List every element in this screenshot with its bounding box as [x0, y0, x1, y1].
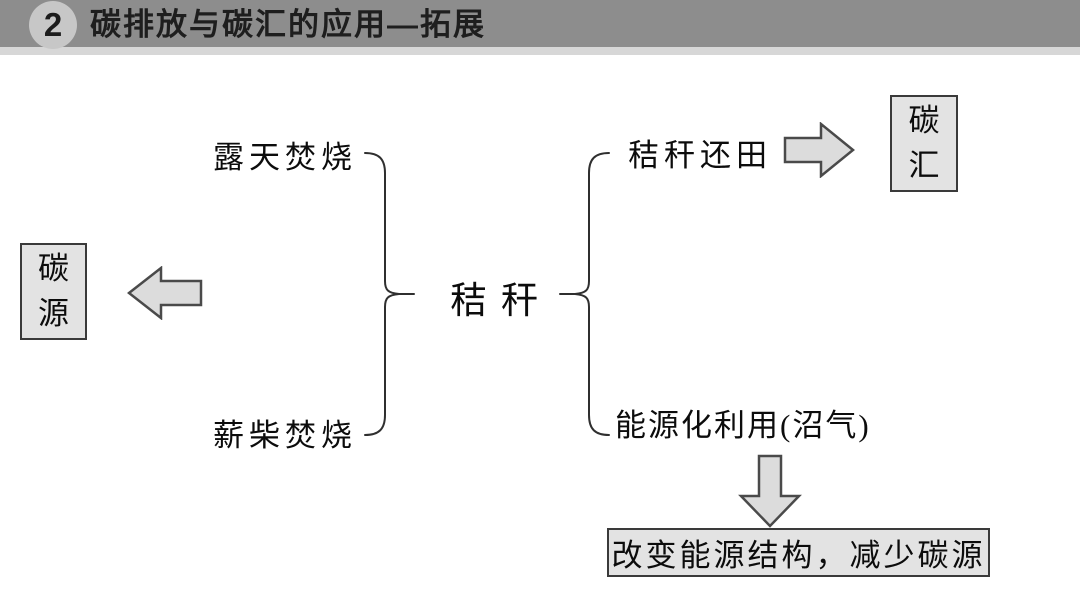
carbon-sink-label: 碳汇 — [908, 103, 940, 183]
carbon-source-box: 碳源 — [20, 243, 87, 340]
label-straw-return: 秸秆还田 — [628, 138, 772, 173]
label-energy-utilization: 能源化利用(沼气) — [615, 408, 871, 443]
header-divider — [0, 47, 1080, 55]
header-bar — [0, 0, 1080, 47]
block-arrow-left-icon — [127, 266, 203, 320]
block-arrow-down-icon — [738, 454, 802, 528]
energy-structure-label: 改变能源结构，减少碳源 — [611, 538, 986, 573]
label-open-burning: 露天焚烧 — [213, 140, 357, 175]
curly-brace-right-icon — [559, 152, 610, 436]
label-firewood-burning: 薪柴焚烧 — [213, 418, 357, 453]
energy-structure-box: 改变能源结构，减少碳源 — [607, 528, 990, 577]
block-arrow-right-icon — [783, 122, 855, 178]
section-number-badge: 2 — [29, 1, 77, 49]
page-title: 碳排放与碳汇的应用—拓展 — [90, 7, 486, 42]
section-number: 2 — [43, 6, 63, 43]
curly-brace-left-icon — [364, 152, 415, 436]
carbon-source-label: 碳源 — [38, 251, 69, 331]
carbon-sink-box: 碳汇 — [890, 95, 958, 192]
label-straw: 秸秆 — [450, 281, 552, 322]
